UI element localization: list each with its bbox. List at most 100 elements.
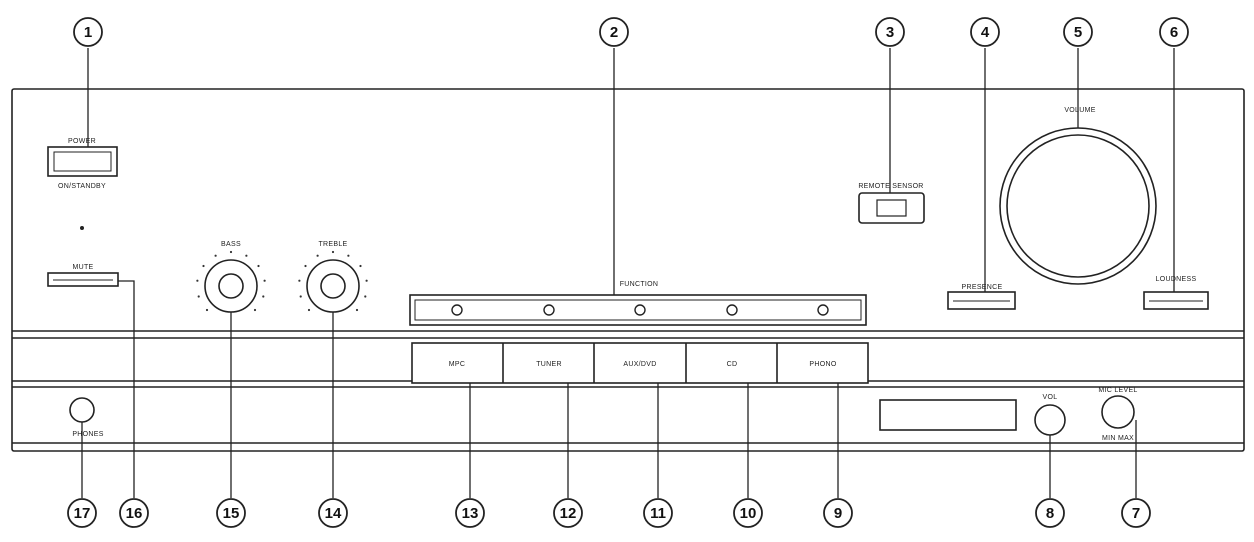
callout-number: 12 bbox=[560, 505, 577, 522]
mic-level-label: MIC LEVEL bbox=[1098, 387, 1137, 394]
scale-tick bbox=[229, 250, 233, 254]
callout-circle bbox=[455, 498, 485, 528]
callout-number: 8 bbox=[1046, 505, 1054, 522]
callout-circle bbox=[1063, 17, 1093, 47]
treble-scale-ticks bbox=[298, 250, 368, 312]
callout-circle bbox=[73, 17, 103, 47]
scale-tick bbox=[359, 264, 362, 268]
callout-number: 11 bbox=[650, 505, 666, 522]
display-window bbox=[879, 399, 1017, 431]
callout-marker: 11 bbox=[643, 498, 673, 528]
bass-knob[interactable] bbox=[204, 259, 258, 313]
callout-marker: 5 bbox=[1063, 17, 1093, 47]
callout-circle bbox=[1121, 498, 1151, 528]
callout-marker: 16 bbox=[119, 498, 149, 528]
power-indicator-led bbox=[80, 226, 84, 230]
power-button[interactable] bbox=[47, 146, 118, 177]
callout-circle bbox=[553, 498, 583, 528]
scale-tick bbox=[263, 279, 266, 282]
scale-tick bbox=[304, 264, 307, 268]
scale-tick bbox=[331, 250, 335, 254]
callout-circle bbox=[119, 498, 149, 528]
remote-sensor bbox=[858, 192, 925, 224]
callout-number: 16 bbox=[126, 505, 143, 522]
callout-circle bbox=[1035, 498, 1065, 528]
function-indicator-led bbox=[451, 304, 463, 316]
scale-tick bbox=[257, 264, 260, 268]
treble-label: TREBLE bbox=[318, 241, 347, 248]
power-sub-label: ON/STANDBY bbox=[58, 183, 106, 190]
callout-number: 13 bbox=[462, 505, 479, 522]
callout-number: 3 bbox=[886, 24, 894, 41]
scale-tick bbox=[197, 295, 200, 298]
function-indicator-led bbox=[543, 304, 555, 316]
scale-tick bbox=[316, 254, 319, 257]
input-button-label: MPC bbox=[449, 361, 465, 368]
function-indicator-panel bbox=[409, 294, 867, 326]
mic-level-range-label: MIN MAX bbox=[1102, 435, 1134, 442]
mic-volume-knob[interactable] bbox=[1034, 404, 1066, 436]
remote-sensor-label: REMOTE SENSOR bbox=[858, 183, 923, 190]
scale-tick bbox=[196, 279, 199, 282]
scale-tick bbox=[253, 308, 257, 312]
callout-number: 9 bbox=[834, 505, 842, 522]
callout-number: 10 bbox=[740, 505, 757, 522]
callout-marker: 8 bbox=[1035, 498, 1065, 528]
callout-number: 2 bbox=[610, 24, 618, 41]
callout-number: 1 bbox=[84, 24, 92, 41]
input-button-label: TUNER bbox=[536, 361, 562, 368]
scale-tick bbox=[299, 295, 302, 298]
callout-circle bbox=[1159, 17, 1189, 47]
treble-knob[interactable] bbox=[306, 259, 360, 313]
input-button-label: AUX/DVD bbox=[623, 361, 656, 368]
mute-button[interactable] bbox=[47, 272, 119, 287]
callout-marker: 3 bbox=[875, 17, 905, 47]
callout-marker: 13 bbox=[455, 498, 485, 528]
volume-knob[interactable] bbox=[999, 127, 1157, 285]
scale-tick bbox=[202, 264, 205, 268]
callout-number: 15 bbox=[223, 505, 240, 522]
callout-marker: 1 bbox=[73, 17, 103, 47]
bass-label: BASS bbox=[221, 241, 241, 248]
presence-button[interactable] bbox=[947, 291, 1016, 310]
loudness-button[interactable] bbox=[1143, 291, 1209, 310]
function-indicator-led bbox=[634, 304, 646, 316]
scale-tick bbox=[364, 295, 367, 298]
function-indicator-led bbox=[726, 304, 738, 316]
callout-marker: 6 bbox=[1159, 17, 1189, 47]
callout-number: 7 bbox=[1132, 505, 1140, 522]
scale-tick bbox=[245, 254, 248, 257]
callout-marker: 10 bbox=[733, 498, 763, 528]
mute-label: MUTE bbox=[72, 264, 93, 271]
presence-label: PRESENCE bbox=[962, 284, 1003, 291]
callout-circle bbox=[318, 498, 348, 528]
mic-volume-label: VOL bbox=[1043, 394, 1058, 401]
phones-jack[interactable] bbox=[69, 397, 95, 423]
callout-marker: 9 bbox=[823, 498, 853, 528]
scale-tick bbox=[298, 279, 301, 282]
callout-number: 4 bbox=[981, 24, 990, 41]
callout-number: 5 bbox=[1074, 24, 1082, 41]
callout-circle bbox=[643, 498, 673, 528]
callout-circle bbox=[823, 498, 853, 528]
callout-circle bbox=[216, 498, 246, 528]
callout-circle bbox=[67, 498, 97, 528]
mic-level-knob[interactable] bbox=[1101, 395, 1135, 429]
loudness-label: LOUDNESS bbox=[1156, 276, 1197, 283]
callout-marker: 2 bbox=[599, 17, 629, 47]
callout-marker: 7 bbox=[1121, 498, 1151, 528]
callout-marker: 4 bbox=[970, 17, 1000, 47]
callout-marker: 12 bbox=[553, 498, 583, 528]
scale-tick bbox=[347, 254, 350, 257]
scale-tick bbox=[307, 308, 311, 312]
scale-tick bbox=[205, 308, 209, 312]
panel-body bbox=[11, 88, 1245, 452]
callout-marker: 17 bbox=[67, 498, 97, 528]
callout-number: 14 bbox=[325, 505, 342, 522]
callout-circle bbox=[970, 17, 1000, 47]
callout-marker: 15 bbox=[216, 498, 246, 528]
phones-label: PHONES bbox=[72, 431, 103, 438]
